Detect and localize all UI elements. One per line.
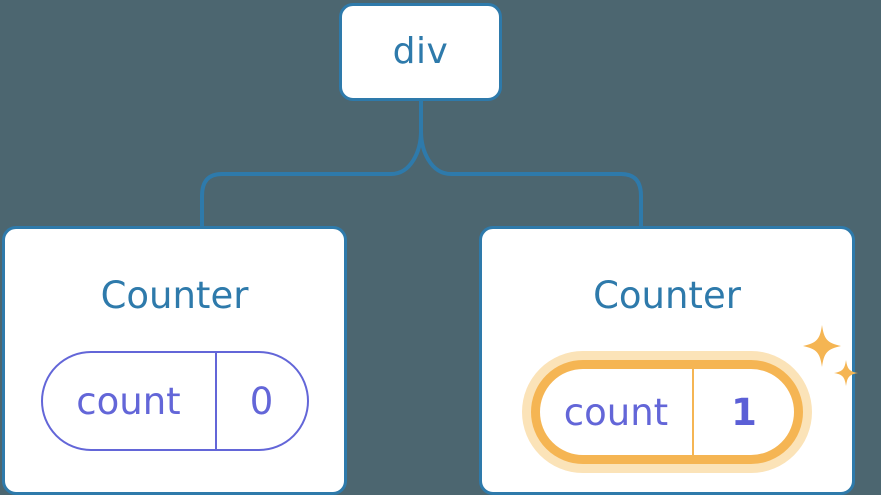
state-pill-wrap-right: count 1 bbox=[482, 351, 852, 473]
connector-to-left-child bbox=[200, 129, 423, 228]
state-pill-right-glow: count 1 bbox=[522, 351, 812, 473]
node-root-div[interactable]: div bbox=[339, 3, 502, 101]
node-counter-right[interactable]: Counter count 1 bbox=[479, 226, 858, 495]
node-root-label: div bbox=[392, 31, 449, 72]
node-counter-left-title: Counter bbox=[100, 274, 249, 317]
state-pill-left-key: count bbox=[43, 353, 217, 449]
node-counter-right-title: Counter bbox=[593, 274, 741, 317]
state-pill-left[interactable]: count 0 bbox=[40, 351, 309, 451]
node-counter-left[interactable]: Counter count 0 bbox=[2, 226, 347, 495]
state-pill-right-key: count bbox=[540, 369, 694, 455]
state-pill-wrap-left: count 0 bbox=[5, 351, 344, 451]
state-pill-left-value: 0 bbox=[249, 379, 274, 423]
state-pill-right[interactable]: count 1 bbox=[531, 360, 803, 464]
connector-to-right-child bbox=[419, 129, 643, 228]
state-pill-right-value: 1 bbox=[731, 390, 757, 434]
